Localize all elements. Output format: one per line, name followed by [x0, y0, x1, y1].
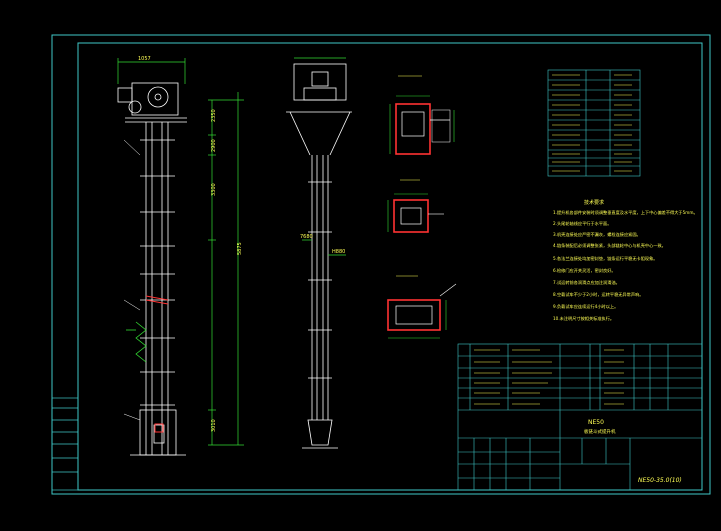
note-9: 9.负载试车应连续运行4小时以上。 — [553, 303, 618, 310]
dim-upper-casing: 2900 — [211, 139, 217, 152]
title-drawing-number: NE50-35.0(10) — [638, 477, 682, 484]
specification-table — [547, 69, 641, 177]
title-block — [458, 410, 702, 490]
title-drawing-name: 板链斗式提升机 — [584, 428, 616, 435]
side-view-label: H880 — [332, 249, 345, 255]
inner-frame — [77, 42, 703, 491]
dim-lower-casing: 3010 — [211, 419, 217, 432]
dim-head-height: 2350 — [211, 109, 217, 122]
dim-mid-casing: 3300 — [211, 183, 217, 196]
note-1: 1.提升机各部件安装时须调整垂直度及水平度，上下中心偏差不得大于5mm。 — [553, 209, 698, 216]
binding-margin-table — [51, 397, 79, 491]
dim-head-width: 1057 — [138, 56, 151, 62]
side-view-dimension: 7680 — [300, 234, 313, 240]
section-detail-a — [389, 75, 455, 155]
side-elevation-view: 7680 H880 — [286, 57, 352, 449]
section-detail-c — [387, 275, 457, 339]
section-detail-b — [387, 179, 444, 233]
dim-total-height: 5875 — [237, 242, 243, 255]
note-8: 8.空载试车不少于2小时，运转平稳无异常声响。 — [553, 291, 643, 298]
note-5: 5.各法兰连接处均加密封垫，链条运行平稳无卡阻现象。 — [553, 255, 658, 262]
note-10: 10.未注明尺寸按相关标准执行。 — [553, 315, 614, 322]
technical-notes: 技术要求 1.提升机各部件安装时须调整垂直度及水平度，上下中心偏差不得大于5mm… — [553, 199, 698, 322]
notes-title: 技术要求 — [584, 199, 604, 206]
note-7: 7.试运转前各润滑点应加注润滑油。 — [553, 279, 620, 286]
note-4: 4.链条装配后必须调整张紧，头部链轮中心与机壳中心一致。 — [553, 242, 666, 249]
spec-table-hatching — [552, 74, 632, 172]
note-3: 3.机壳连接处应严密不漏灰，螺栓连接应紧固。 — [553, 231, 641, 238]
parts-list-hatching — [474, 349, 624, 405]
front-elevation-view: 1057 2350 2900 3300 3010 5875 — [117, 56, 244, 456]
title-project: NE50 — [588, 419, 604, 426]
parts-list — [457, 343, 703, 491]
note-2: 2.头尾轮轴线应平行于水平面。 — [553, 220, 611, 227]
outer-frame — [51, 34, 711, 495]
note-6: 6.检修门应开关灵活，密封良好。 — [553, 267, 616, 274]
